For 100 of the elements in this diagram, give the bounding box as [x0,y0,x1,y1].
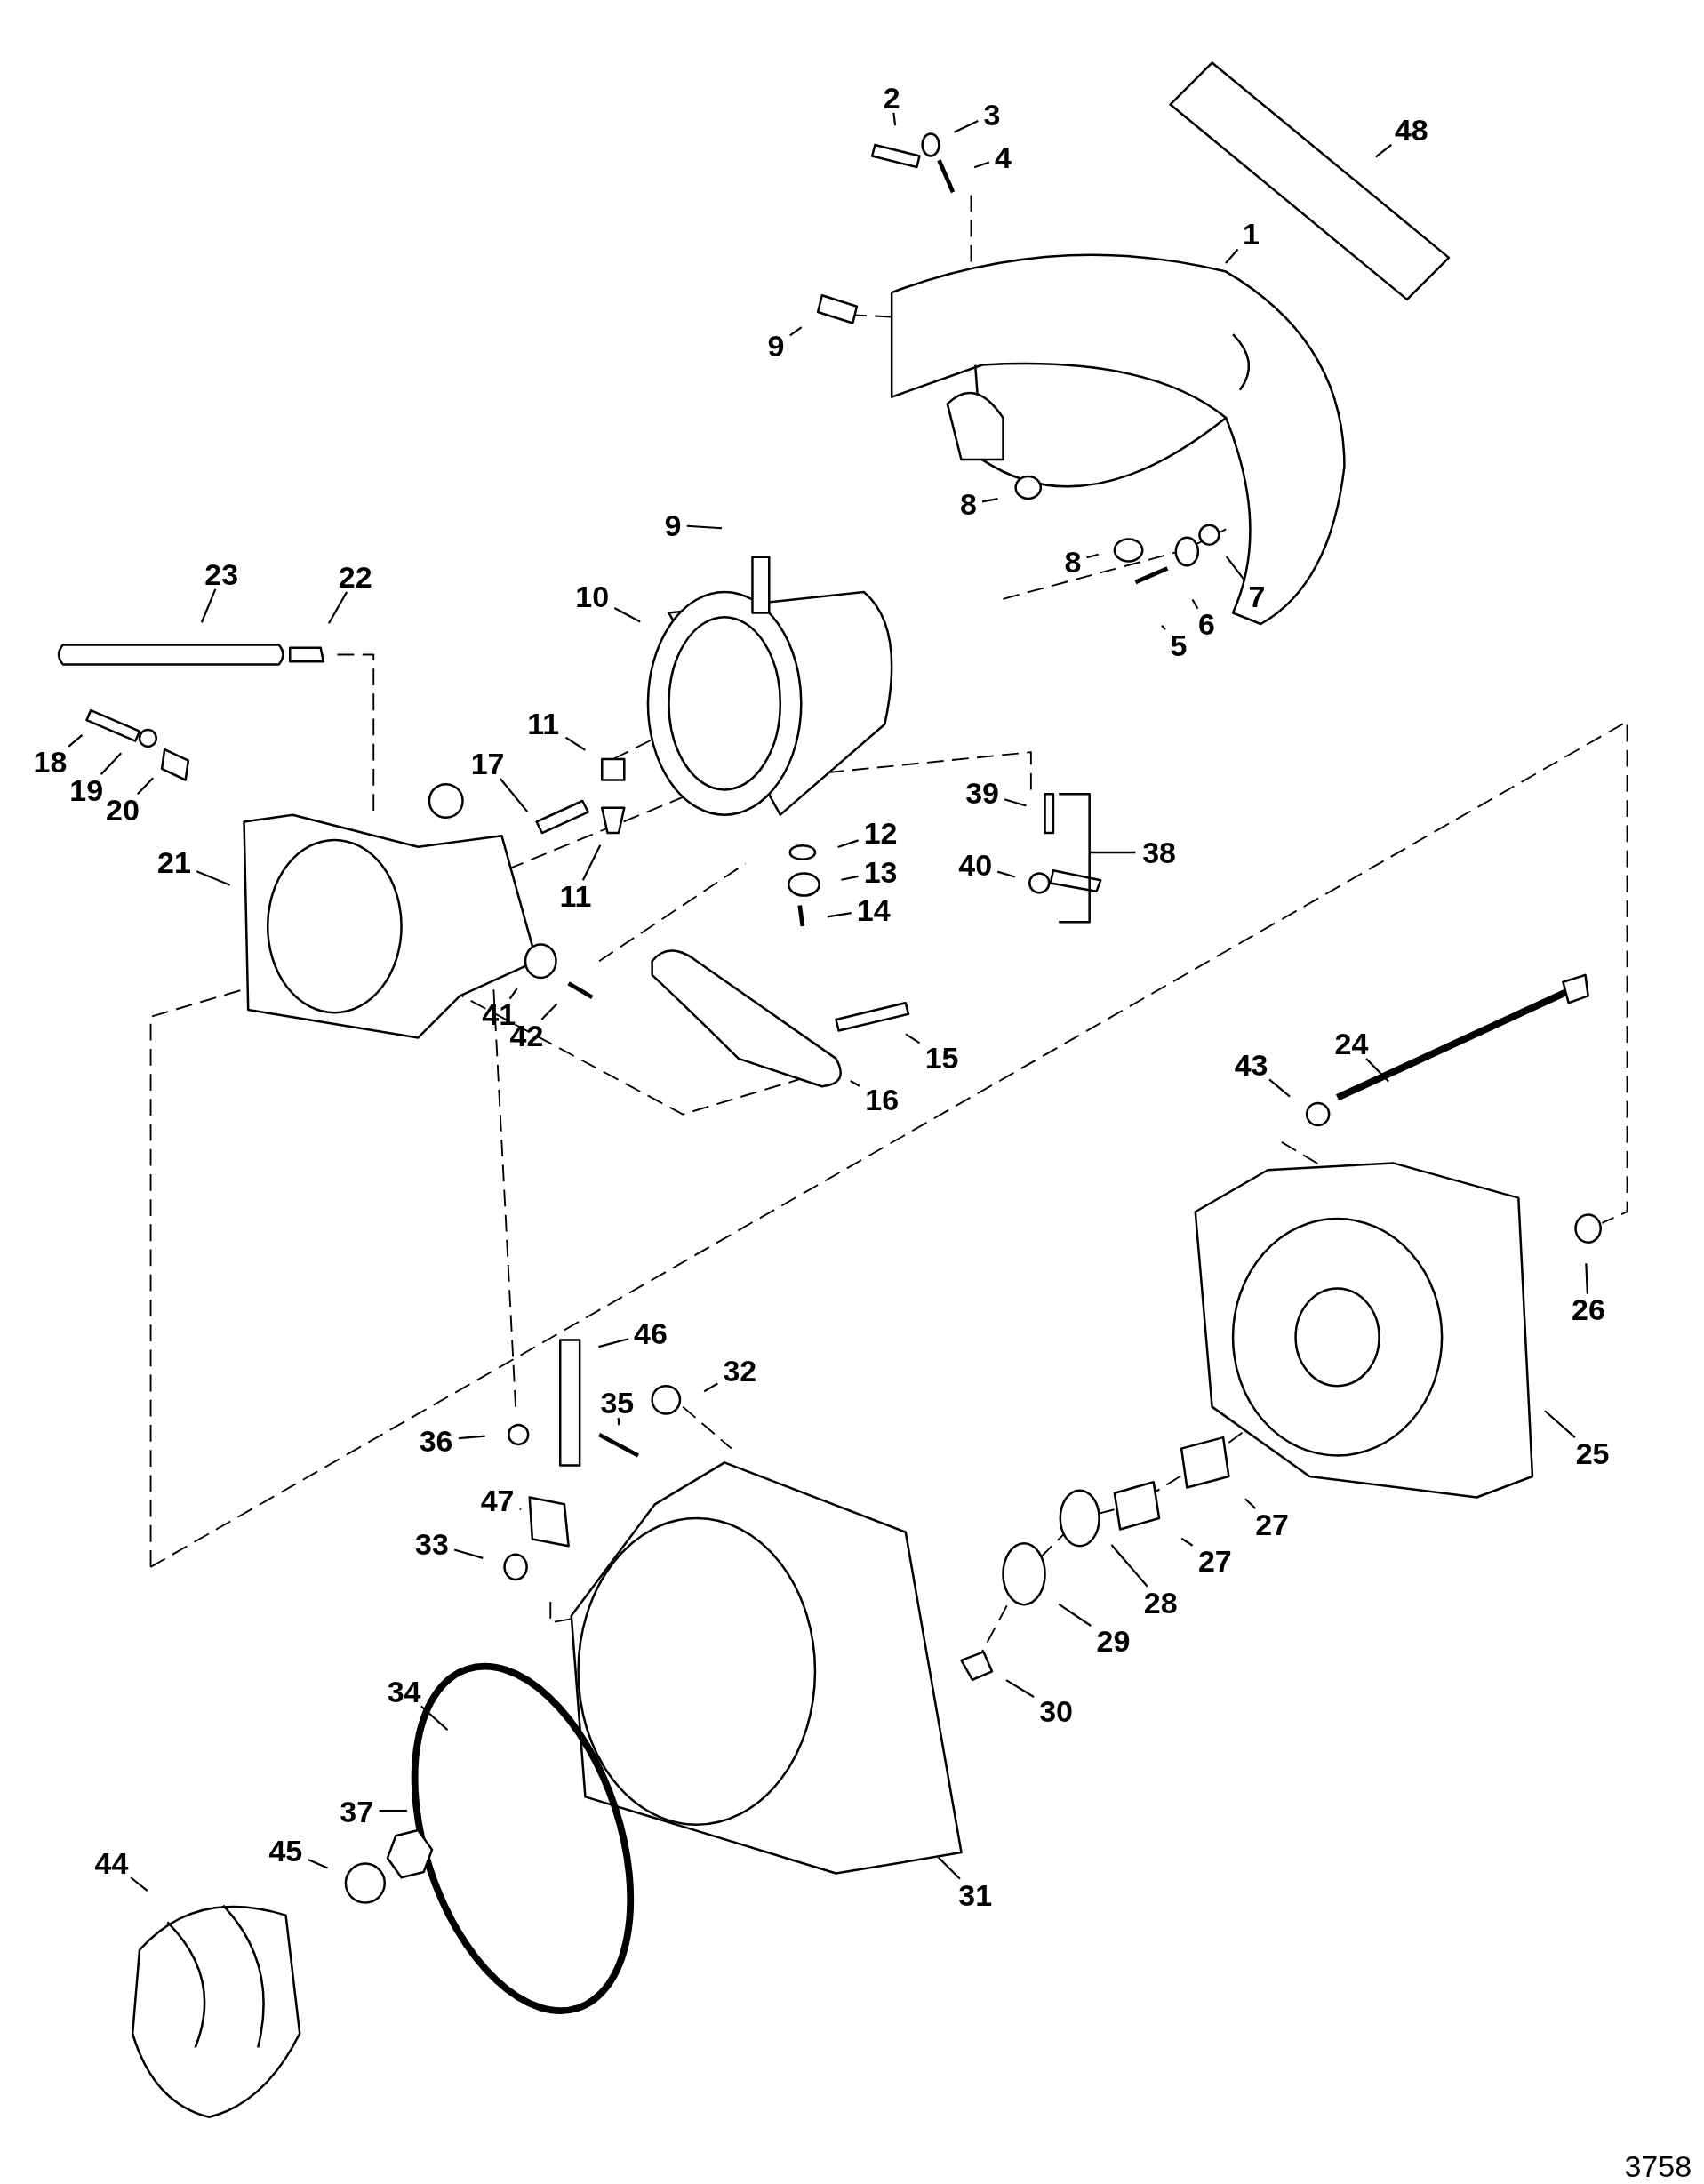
leader-line [1375,144,1392,158]
leader-line [617,1418,620,1426]
leader-line [379,1809,407,1812]
callout-number: 10 [575,580,610,612]
leader-line [1544,1410,1576,1438]
leader-line [564,736,586,751]
callout-number: 45 [268,1834,303,1867]
callout-number: 23 [204,557,239,590]
callout-number: 38 [1142,836,1176,869]
callout-number: 27 [1255,1508,1289,1540]
callout-number: 41 [482,998,516,1031]
callout-number: 22 [338,560,372,593]
leader-line [1004,798,1027,807]
callout-number: 34 [387,1675,421,1708]
leader-line [613,607,641,623]
leader-line [837,839,859,849]
callout-number: 25 [1575,1436,1610,1469]
leader-line [68,734,84,748]
callout-number: 4 [995,141,1012,174]
leader-line [953,119,979,133]
callout-number: 1 [1243,218,1260,251]
callout-number: 40 [958,849,993,882]
leader-line [1005,1679,1035,1698]
callout-number: 35 [600,1387,635,1420]
leader-line [453,1548,484,1559]
callout-number: 7 [1248,580,1266,612]
leader-line [1244,1498,1257,1509]
leader-line [598,1338,629,1348]
leader-line [850,1080,860,1087]
callout-number: 46 [634,1317,668,1350]
leader-line [1086,553,1099,559]
callout-number: 48 [1394,113,1428,146]
callout-number: 21 [157,846,191,879]
leader-line [100,752,123,775]
callout-number: 2 [883,81,900,114]
leader-line [130,1876,148,1892]
callout-number: 28 [1143,1586,1178,1619]
leader-line [508,988,518,1000]
leader-line [420,1705,449,1731]
leader-line [540,1003,558,1020]
callout-number: 43 [1234,1048,1268,1081]
leader-line [500,778,529,812]
leader-line [686,524,723,530]
leader-line [1225,248,1239,264]
leader-line [200,588,217,623]
callout-number: 26 [1572,1293,1605,1326]
leader-line [1180,1537,1194,1547]
callout-number: 47 [480,1484,515,1517]
leader-line [1110,1544,1148,1588]
callout-number: 5 [1170,628,1188,661]
callout-number: 12 [863,817,898,850]
callout-number: 17 [470,747,505,780]
callout-number: 27 [1197,1544,1232,1577]
leader-line [1268,1078,1291,1098]
leader-line [458,1435,485,1440]
leader-line [196,870,231,886]
callout-number: 31 [958,1878,993,1911]
leader-line [1365,1058,1389,1083]
callout-number: 33 [415,1527,449,1560]
callout-number: 13 [863,856,898,889]
callout-number: 44 [94,1846,129,1879]
callout-number: 29 [1096,1625,1131,1658]
leader-line [789,326,803,337]
leader-line [1585,1263,1588,1294]
callout-number: 3 [983,98,1001,131]
callout-number: 39 [965,776,999,809]
figure-number: 3758 [1624,2150,1692,2183]
leader-line [1161,624,1166,630]
leader-line [841,875,859,881]
callout-number: 15 [924,1041,959,1074]
leader-line [703,1382,718,1393]
callout-number: 6 [1197,608,1215,641]
leader-line [581,844,602,881]
leader-line [308,1858,328,1869]
callout-number: 36 [419,1424,453,1457]
callout-number: 8 [959,488,977,521]
callout-number: 14 [856,893,891,926]
callout-number: 19 [69,773,104,806]
leader-line [137,777,154,795]
leader-line [905,1033,921,1044]
leader-line [1058,1603,1092,1627]
callout-number: 9 [767,329,785,362]
leader-line [981,498,998,503]
leader-line [1191,598,1199,610]
leader-line [973,161,990,169]
callout-number: 32 [723,1355,757,1388]
callout-number: 24 [1334,1028,1369,1060]
callout-number: 20 [106,793,140,826]
leader-line [827,912,852,918]
callout-number: 8 [1064,545,1082,578]
leader-line [892,112,897,126]
callout-number: 11 [527,707,560,740]
callout-number: 18 [33,746,68,779]
callout-number: 37 [340,1795,374,1828]
leader-line [996,870,1016,878]
callout-number: 16 [865,1083,900,1116]
leader-line [937,1856,961,1880]
leader-line [519,1508,522,1510]
leader-line [1225,556,1246,582]
leader-line [328,591,348,624]
